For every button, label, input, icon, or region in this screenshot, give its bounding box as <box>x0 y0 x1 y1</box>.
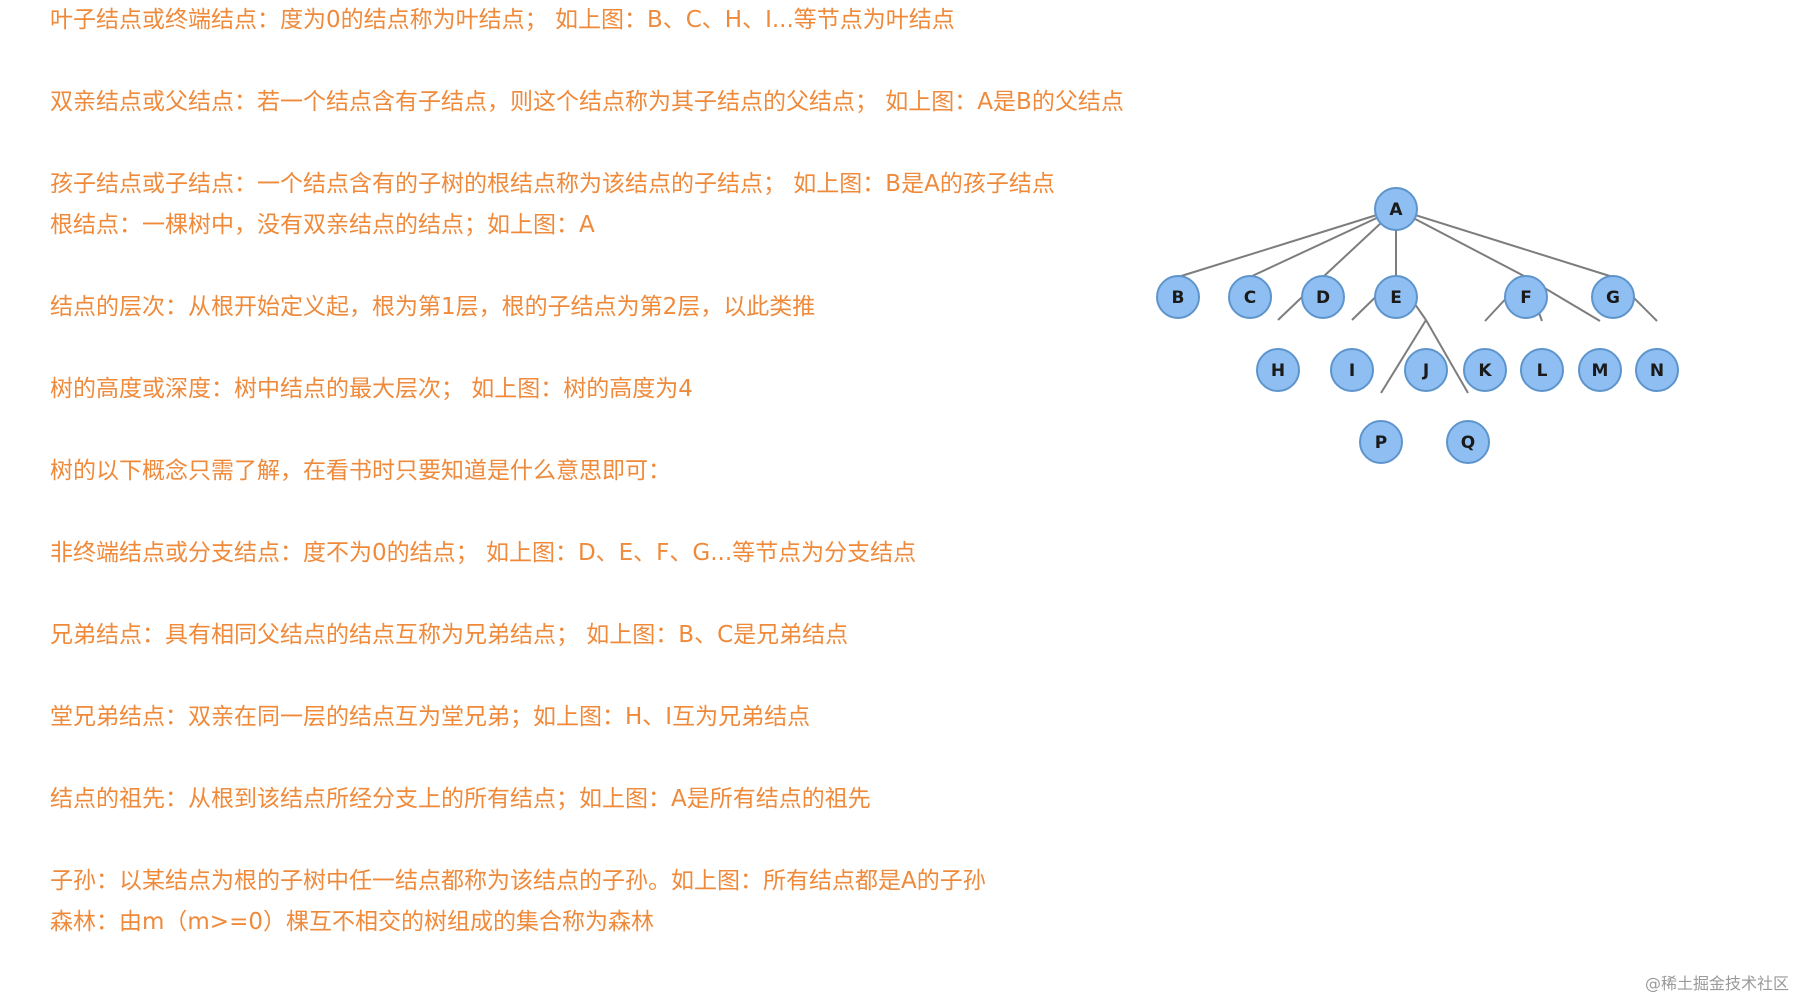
tree-diagram: A B C D E F G H <box>1145 180 1705 480</box>
tree-node-p: P <box>1359 420 1403 464</box>
node-c-circle <box>1228 275 1272 319</box>
node-k-circle <box>1463 348 1507 392</box>
spacer <box>50 41 1180 82</box>
watermark-text: @稀土掘金技术社区 <box>1644 974 1789 993</box>
node-q-label: Q <box>1461 433 1475 453</box>
definitions-text: 叶子结点或终端结点：度为0的结点称为叶结点； 如上图：B、C、H、I...等节点… <box>50 0 1180 943</box>
node-d-circle <box>1301 275 1345 319</box>
tree-node-k: K <box>1463 348 1507 392</box>
tree-node-m: M <box>1578 348 1622 392</box>
edge-a-b <box>1177 208 1397 278</box>
edge-a-c <box>1249 208 1397 278</box>
tree-node-c: C <box>1228 275 1272 319</box>
node-b-label: B <box>1172 288 1185 308</box>
tree-node-e: E <box>1374 275 1418 319</box>
node-g-label: G <box>1606 288 1620 308</box>
spacer <box>50 574 1180 615</box>
tree-height-definition: 树的高度或深度：树中结点的最大层次； 如上图：树的高度为4 <box>50 376 693 402</box>
edge-a-f <box>1395 208 1527 278</box>
tree-node-i: I <box>1330 348 1374 392</box>
node-f-circle <box>1504 275 1548 319</box>
node-l-circle <box>1520 348 1564 392</box>
node-j-label: J <box>1422 361 1429 381</box>
tree-node-b: B <box>1156 275 1200 319</box>
node-e-label: E <box>1390 288 1402 308</box>
node-f-label: F <box>1520 288 1532 308</box>
node-p-label: P <box>1375 433 1387 453</box>
spacer <box>50 492 1180 533</box>
node-n-label: N <box>1650 361 1664 381</box>
tree-node-j: J <box>1404 348 1448 392</box>
node-j-circle <box>1404 348 1448 392</box>
node-m-label: M <box>1592 361 1609 381</box>
node-i-label: I <box>1349 361 1355 381</box>
spacer <box>50 656 1180 697</box>
intro-note: 树的以下概念只需了解，在看书时只要知道是什么意思即可： <box>50 458 671 484</box>
node-h-label: H <box>1271 361 1285 381</box>
edge-j-p <box>1380 319 1427 394</box>
node-h-circle <box>1256 348 1300 392</box>
spacer <box>50 410 1180 451</box>
tree-node-q: Q <box>1446 420 1490 464</box>
edge-a-g <box>1395 208 1614 278</box>
node-q-circle <box>1446 420 1490 464</box>
parent-node-definition: 双亲结点或父结点：若一个结点含有子结点，则这个结点称为其子结点的父结点； 如上图… <box>50 89 1124 115</box>
tree-svg: A B C D E F G H <box>1156 187 1679 464</box>
node-a-circle <box>1374 187 1418 231</box>
tree-node-d: D <box>1301 275 1345 319</box>
node-p-circle <box>1359 420 1403 464</box>
node-e-circle <box>1374 275 1418 319</box>
root-node-definition: 根结点：一棵树中，没有双亲结点的结点；如上图：A <box>50 212 595 238</box>
spacer <box>50 820 1180 861</box>
sibling-node-definition: 兄弟结点：具有相同父结点的结点互称为兄弟结点； 如上图：B、C是兄弟结点 <box>50 622 849 648</box>
node-g-circle <box>1591 275 1635 319</box>
ancestor-definition: 结点的祖先：从根到该结点所经分支上的所有结点；如上图：A是所有结点的祖先 <box>50 786 871 812</box>
branch-node-definition: 非终端结点或分支结点：度不为0的结点； 如上图：D、E、F、G...等节点为分支… <box>50 540 917 566</box>
spacer <box>50 738 1180 779</box>
node-k-label: K <box>1478 361 1492 381</box>
edge-j-q <box>1425 319 1469 394</box>
node-i-circle <box>1330 348 1374 392</box>
forest-definition: 森林：由m（m>=0）棵互不相交的树组成的集合称为森林 <box>50 909 654 935</box>
leaf-node-definition: 叶子结点或终端结点：度为0的结点称为叶结点； 如上图：B、C、H、I...等节点… <box>50 7 955 33</box>
spacer <box>50 328 1180 369</box>
tree-node-h: H <box>1256 348 1300 392</box>
node-m-circle <box>1578 348 1622 392</box>
tree-node-f: F <box>1504 275 1548 319</box>
node-l-label: L <box>1537 361 1548 381</box>
node-c-label: C <box>1244 288 1256 308</box>
tree-node-l: L <box>1520 348 1564 392</box>
spacer <box>50 123 1180 164</box>
spacer <box>50 246 1180 287</box>
descendant-definition: 子孙：以某结点为根的子树中任一结点都称为该结点的子孙。如上图：所有结点都是A的子… <box>50 868 986 894</box>
tree-node-n: N <box>1635 348 1679 392</box>
tree-node-g: G <box>1591 275 1635 319</box>
node-d-label: D <box>1316 288 1330 308</box>
tree-node-a: A <box>1374 187 1418 231</box>
node-n-circle <box>1635 348 1679 392</box>
cousin-node-definition: 堂兄弟结点：双亲在同一层的结点互为堂兄弟；如上图：H、I互为兄弟结点 <box>50 704 811 730</box>
child-node-definition: 孩子结点或子结点：一个结点含有的子树的根结点称为该结点的子结点； 如上图：B是A… <box>50 171 1055 197</box>
node-a-label: A <box>1389 200 1403 220</box>
node-level-definition: 结点的层次：从根开始定义起，根为第1层，根的子结点为第2层，以此类推 <box>50 294 816 320</box>
node-b-circle <box>1156 275 1200 319</box>
